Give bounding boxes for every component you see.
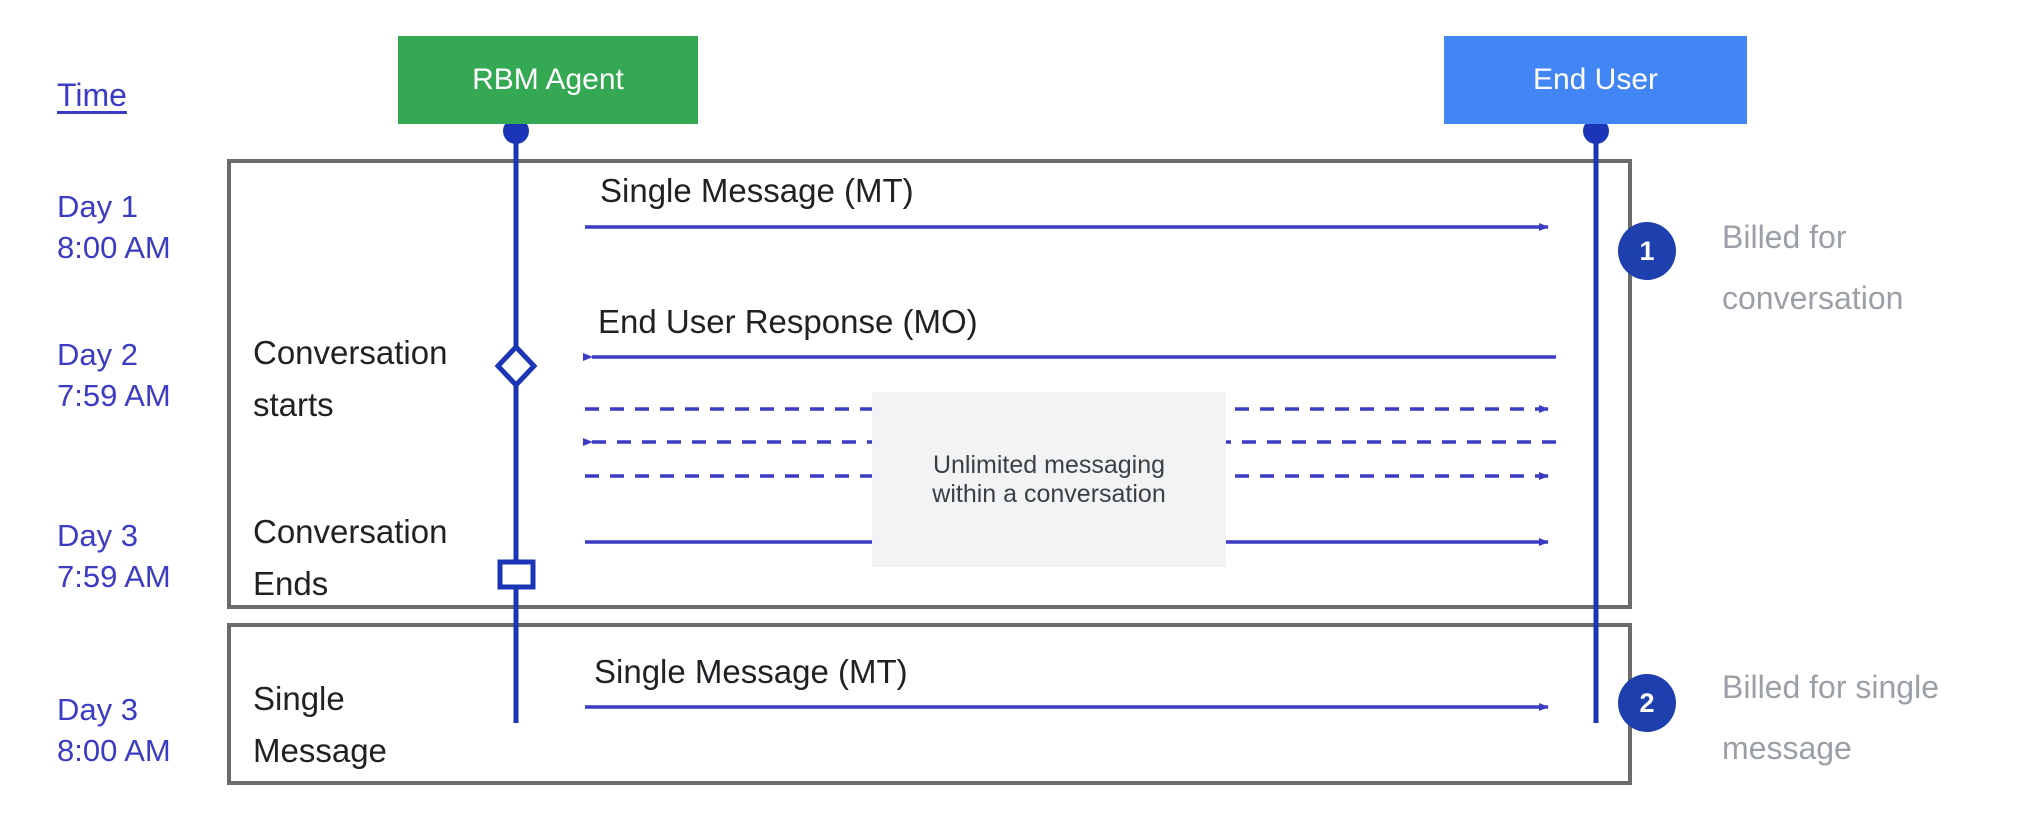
time-mark-day-1-time: 8:00 AM <box>57 230 171 265</box>
end-user-lifeline-dot <box>1583 118 1609 144</box>
billed-for-conversation-line1: Billed for <box>1722 219 1847 255</box>
actor-label-rbm-agent: RBM Agent <box>472 63 624 96</box>
message-label-end-user-response-mo: End User Response (MO) <box>598 303 978 340</box>
conversation-start-marker-diamond <box>494 343 538 389</box>
single-message-frame-border <box>227 623 1632 785</box>
conversation-end-marker-square <box>497 559 536 590</box>
conversation-starts-line2: starts <box>253 386 334 423</box>
time-column-header: Time <box>57 77 127 113</box>
time-mark-day-3a-time: 7:59 AM <box>57 559 171 594</box>
billed-for-conversation-line2: conversation <box>1722 280 1904 316</box>
time-mark-day-3b-time: 8:00 AM <box>57 733 171 768</box>
conversation-starts-line1: Conversation <box>253 334 448 371</box>
note-line1: Unlimited messaging <box>932 450 1166 479</box>
message-label-single-message-mt-1: Single Message (MT) <box>600 172 914 209</box>
actor-box-end-user[interactable]: End User <box>1444 36 1747 124</box>
conversation-ends-line2: Ends <box>253 565 329 602</box>
rbm-agent-lifeline-dot <box>503 118 529 144</box>
badge-2-number: 2 <box>1639 687 1655 718</box>
conversation-ends-line1: Conversation <box>253 513 448 550</box>
time-mark-day-3b-day: Day 3 <box>57 692 138 727</box>
badge-1-conversation[interactable]: 1 <box>1618 222 1676 280</box>
badge-1-number: 1 <box>1639 235 1655 266</box>
note-text-wrapper: Unlimited messaging within a conversatio… <box>932 451 1165 509</box>
time-mark-day-2-time: 7:59 AM <box>57 378 171 413</box>
actor-box-rbm-agent[interactable]: RBM Agent <box>398 36 698 124</box>
time-mark-day-2-day: Day 2 <box>57 337 138 372</box>
time-mark-day-3a-day: Day 3 <box>57 518 138 553</box>
note-box-unlimited-messaging: Unlimited messaging within a conversatio… <box>872 392 1226 567</box>
time-mark-day-1-day: Day 1 <box>57 189 138 224</box>
note-line2: within a conversation <box>932 479 1166 508</box>
badge-2-single-message[interactable]: 2 <box>1618 674 1676 732</box>
actor-label-end-user: End User <box>1532 63 1659 96</box>
single-message-line2: Message <box>253 732 387 769</box>
single-message-line1: Single <box>253 680 345 717</box>
billed-for-single-message-line2: message <box>1722 730 1852 766</box>
conversation-frame-border <box>227 159 1632 609</box>
billed-for-single-message-line1: Billed for single <box>1722 669 1939 705</box>
message-label-single-message-mt-2: Single Message (MT) <box>594 653 908 690</box>
